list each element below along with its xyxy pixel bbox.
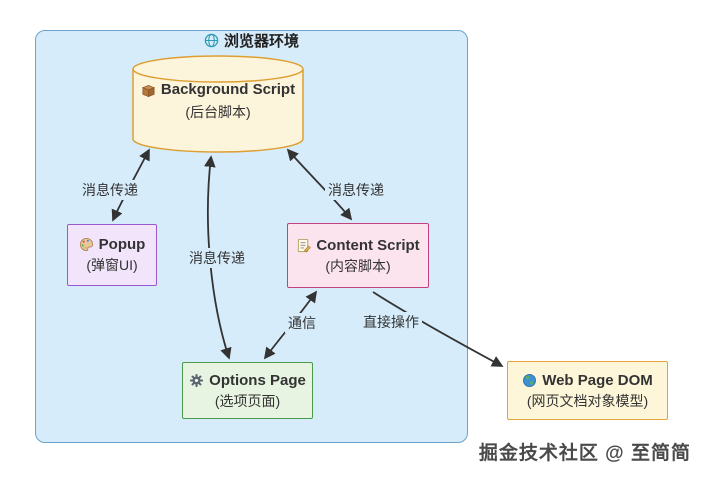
node-background-title-text: Background Script bbox=[160, 81, 296, 98]
node-webdom-title: Web Page DOM bbox=[522, 370, 653, 391]
earth-globe-icon bbox=[522, 373, 537, 388]
node-web-page-dom: Web Page DOM (网页文档对象模型) bbox=[507, 361, 668, 420]
node-content-script: Content Script (内容脚本) bbox=[287, 223, 429, 288]
node-options-subtitle: (选项页面) bbox=[214, 392, 281, 409]
node-background-subtitle: (后台脚本) bbox=[185, 104, 251, 120]
node-background-script: Background Script (后台脚本) bbox=[133, 79, 303, 123]
node-popup-title: Popup bbox=[79, 234, 146, 255]
package-icon bbox=[141, 83, 156, 98]
node-webdom-subtitle: (网页文档对象模型) bbox=[526, 392, 649, 409]
browser-environment-title: 浏览器环境 bbox=[223, 33, 299, 50]
watermark-text: 掘金技术社区 @ 至简简 bbox=[478, 443, 691, 464]
edge-label-content-options: 通信 bbox=[285, 313, 319, 333]
node-options-title: Options Page bbox=[189, 370, 306, 391]
node-content-title: Content Script bbox=[296, 235, 420, 256]
edge-label-content-webdom: 直接操作 bbox=[360, 312, 422, 332]
node-content-title-text: Content Script bbox=[316, 236, 420, 254]
browser-environment-label: 浏览器环境 bbox=[35, 30, 468, 51]
palette-icon bbox=[79, 237, 94, 252]
edge-label-bg-content: 消息传递 bbox=[325, 180, 387, 200]
node-options-title-text: Options Page bbox=[209, 371, 306, 389]
memo-icon bbox=[296, 238, 311, 253]
edge-label-bg-options: 消息传递 bbox=[186, 248, 248, 268]
node-popup-subtitle: (弹窗UI) bbox=[86, 257, 138, 273]
globe-meridian-icon bbox=[204, 33, 219, 48]
node-background-title: Background Script bbox=[141, 79, 295, 101]
node-content-subtitle: (内容脚本) bbox=[325, 257, 391, 274]
node-webdom-title-text: Web Page DOM bbox=[542, 371, 653, 389]
node-popup: Popup (弹窗UI) bbox=[67, 224, 157, 286]
gear-icon bbox=[189, 373, 204, 388]
edge-label-bg-popup: 消息传递 bbox=[79, 180, 141, 200]
node-popup-title-text: Popup bbox=[98, 236, 146, 253]
node-options-page: Options Page (选项页面) bbox=[182, 362, 313, 419]
